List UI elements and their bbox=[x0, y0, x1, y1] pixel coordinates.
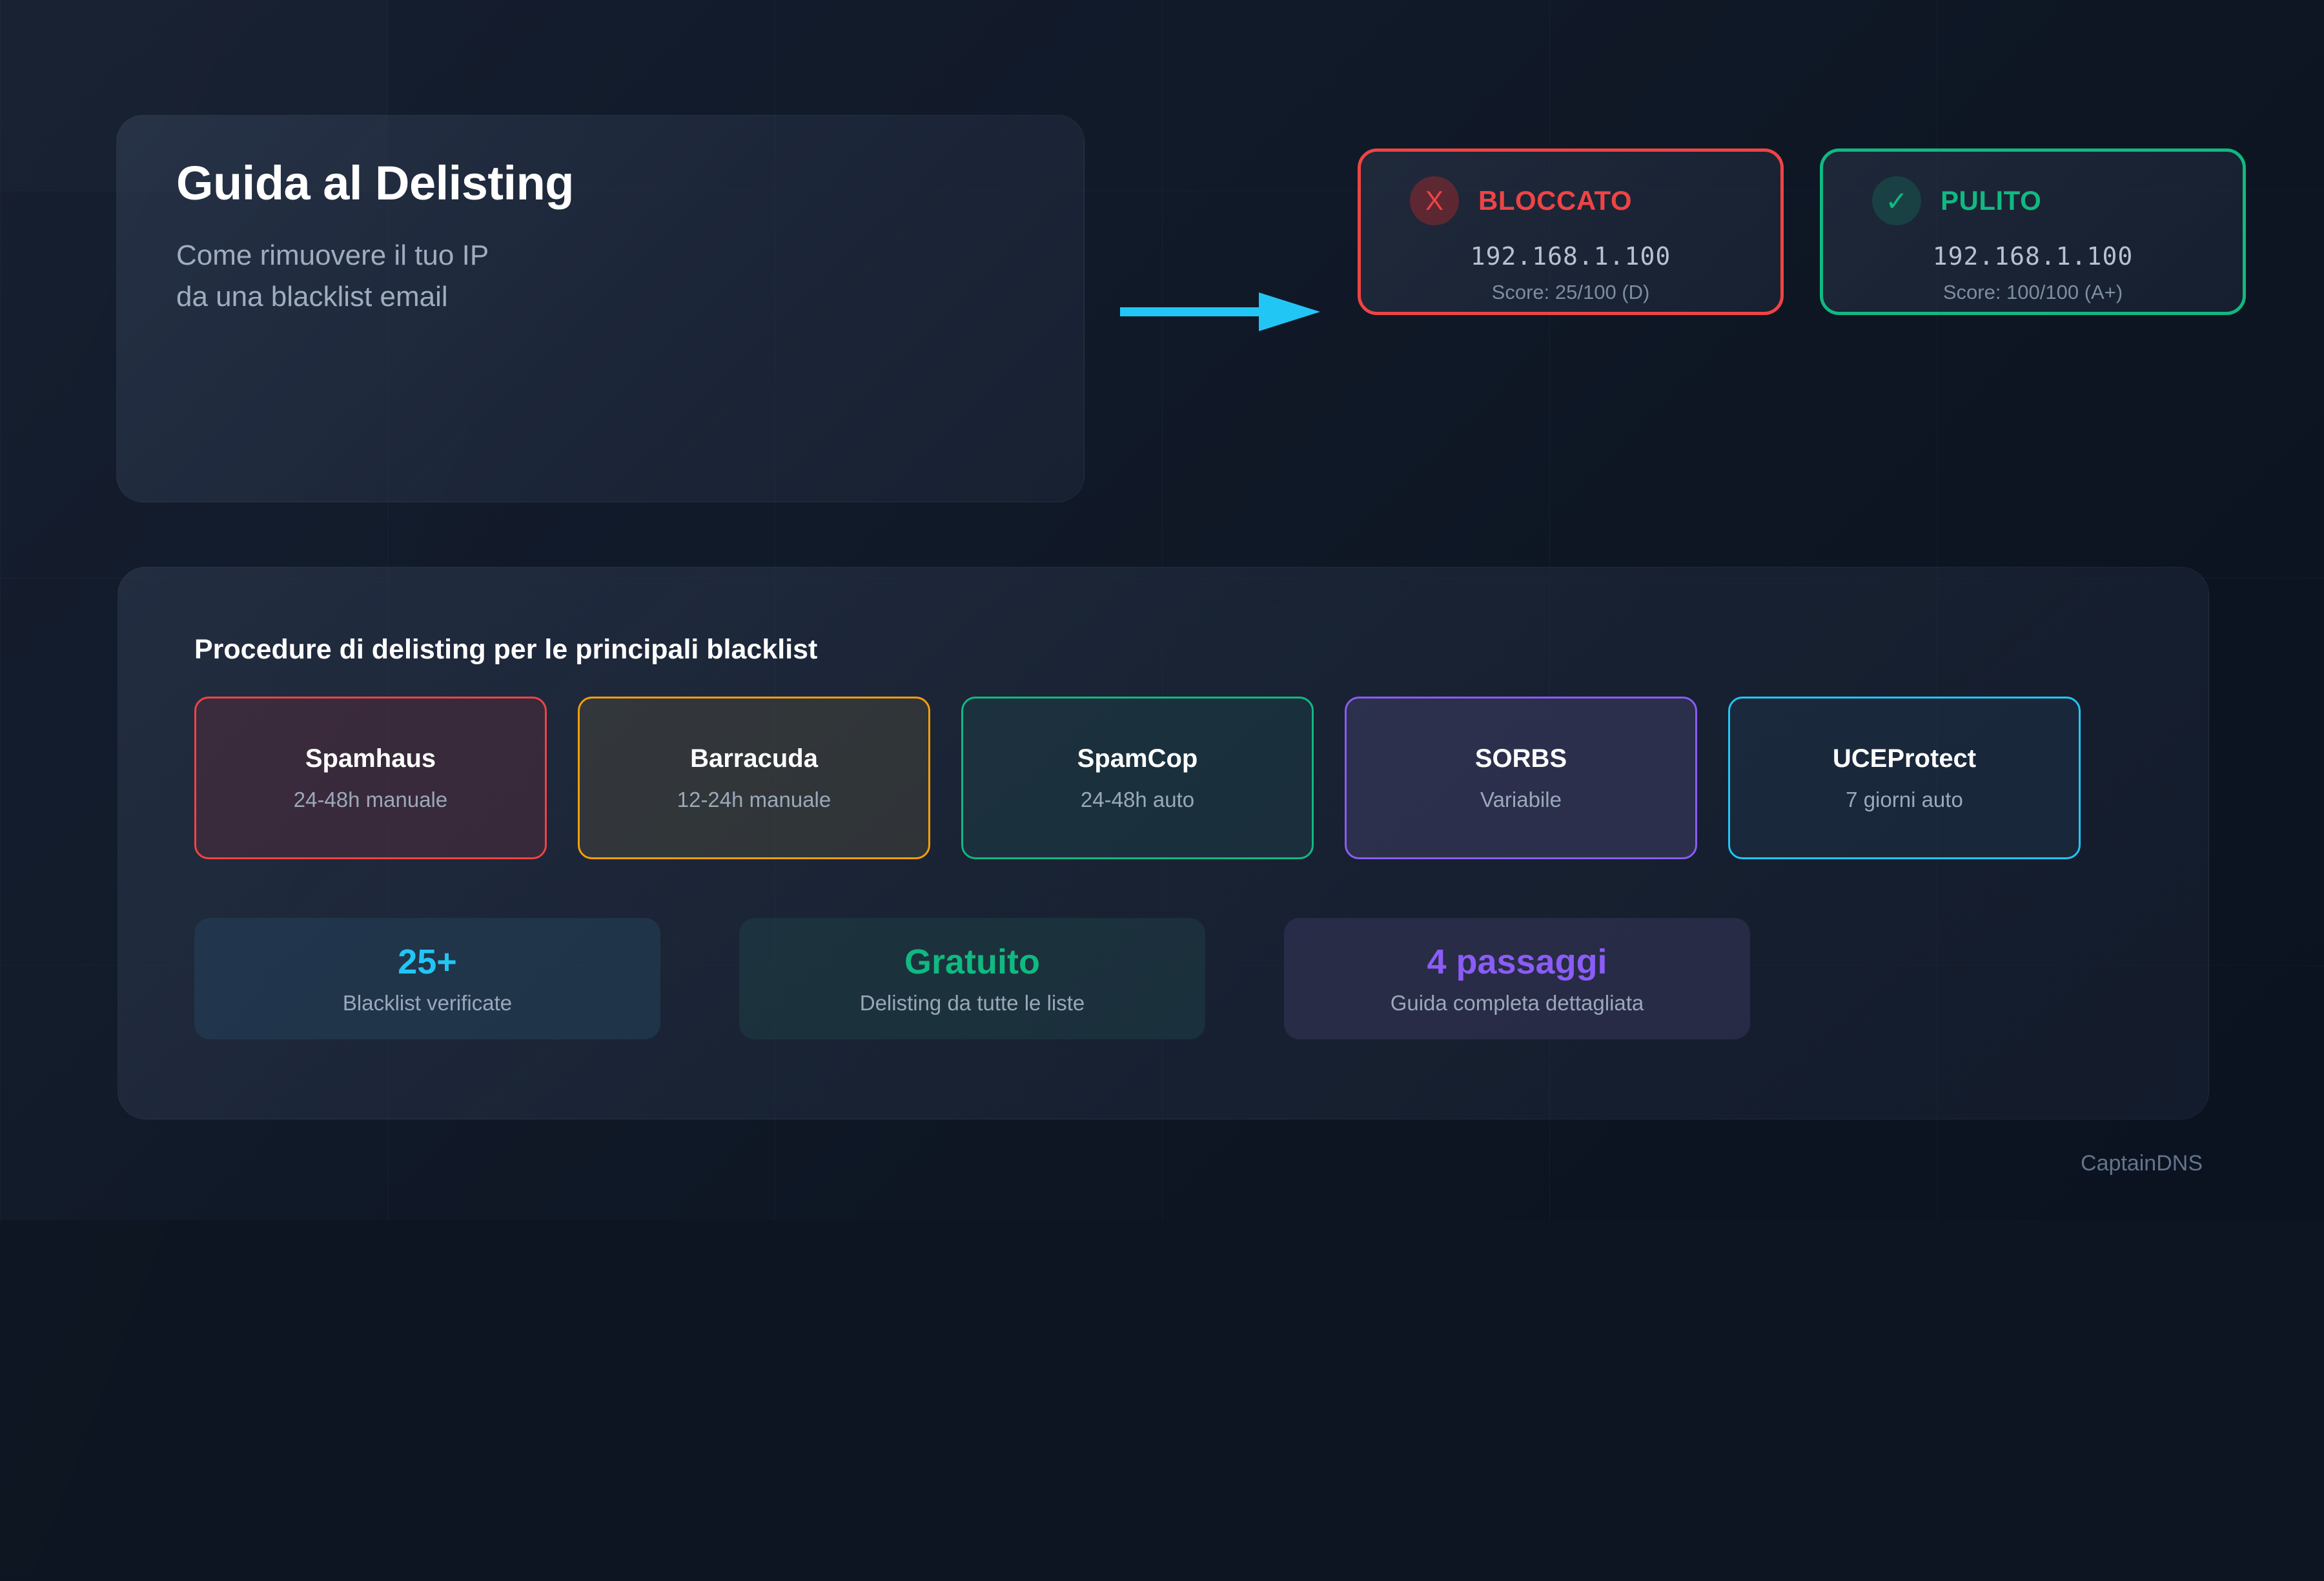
stat-label: Blacklist verificate bbox=[342, 991, 513, 1015]
stat-card: 25+ Blacklist verificate bbox=[194, 918, 660, 1039]
status-header: X BLOCCATO bbox=[1410, 176, 1632, 225]
status-badge: BLOCCATO bbox=[1478, 185, 1633, 216]
stat-value: Gratuito bbox=[904, 943, 1040, 981]
status-ip-address: 192.168.1.100 bbox=[1932, 242, 2134, 270]
blacklist-name: SORBS bbox=[1474, 744, 1567, 773]
panel-title: Procedure di delisting per le principali… bbox=[194, 634, 818, 665]
stat-label: Delisting da tutte le liste bbox=[859, 991, 1085, 1015]
status-header: ✓ PULITO bbox=[1872, 176, 2041, 225]
blacklist-name: Spamhaus bbox=[305, 744, 436, 773]
stat-card: Gratuito Delisting da tutte le liste bbox=[739, 918, 1205, 1039]
status-ip-address: 192.168.1.100 bbox=[1470, 242, 1671, 270]
blacklist-time: 24-48h auto bbox=[1080, 787, 1195, 811]
blacklist-card: SpamCop 24-48h auto bbox=[961, 697, 1314, 859]
status-badge: PULITO bbox=[1941, 185, 2042, 216]
stat-label: Guida completa dettagliata bbox=[1390, 991, 1644, 1015]
blacklist-card: Barracuda 12-24h manuale bbox=[578, 697, 930, 859]
delisting-panel: Procedure di delisting per le principali… bbox=[117, 567, 2209, 1119]
status-score: Score: 100/100 (A+) bbox=[1942, 281, 2123, 303]
brand-watermark: CaptainDNS bbox=[2081, 1151, 2203, 1176]
check-mark-icon: ✓ bbox=[1872, 176, 1921, 225]
blacklist-name: Barracuda bbox=[690, 744, 818, 773]
blacklist-time: 24-48h manuale bbox=[293, 787, 448, 811]
status-card-blocked: X BLOCCATO 192.168.1.100 Score: 25/100 (… bbox=[1358, 148, 1784, 315]
blacklist-name: UCEProtect bbox=[1832, 744, 1977, 773]
stat-card-row: 25+ Blacklist verificate Gratuito Delist… bbox=[194, 918, 1750, 1039]
page-title: Guida al Delisting bbox=[176, 156, 575, 210]
arrow-right-svg bbox=[1120, 292, 1320, 331]
stat-value: 25+ bbox=[398, 943, 457, 981]
stat-card: 4 passaggi Guida completa dettagliata bbox=[1284, 918, 1750, 1039]
blacklist-time: Variabile bbox=[1480, 787, 1562, 811]
status-card-clean: ✓ PULITO 192.168.1.100 Score: 100/100 (A… bbox=[1820, 148, 2246, 315]
blacklist-card: SORBS Variabile bbox=[1345, 697, 1697, 859]
blacklist-name: SpamCop bbox=[1077, 744, 1198, 773]
blacklist-card-row: Spamhaus 24-48h manuale Barracuda 12-24h… bbox=[194, 697, 2081, 859]
arrow-right-icon bbox=[1120, 286, 1320, 338]
status-score: Score: 25/100 (D) bbox=[1491, 281, 1650, 303]
stat-value: 4 passaggi bbox=[1427, 943, 1607, 981]
blacklist-card: Spamhaus 24-48h manuale bbox=[194, 697, 547, 859]
page-subtitle: Come rimuovere il tuo IP da una blacklis… bbox=[176, 240, 489, 312]
blacklist-card: UCEProtect 7 giorni auto bbox=[1728, 697, 2081, 859]
hero-card: Guida al Delisting Come rimuovere il tuo… bbox=[116, 115, 1085, 502]
blacklist-time: 12-24h manuale bbox=[677, 787, 831, 811]
blacklist-time: 7 giorni auto bbox=[1846, 787, 1963, 811]
x-mark-icon: X bbox=[1410, 176, 1459, 225]
